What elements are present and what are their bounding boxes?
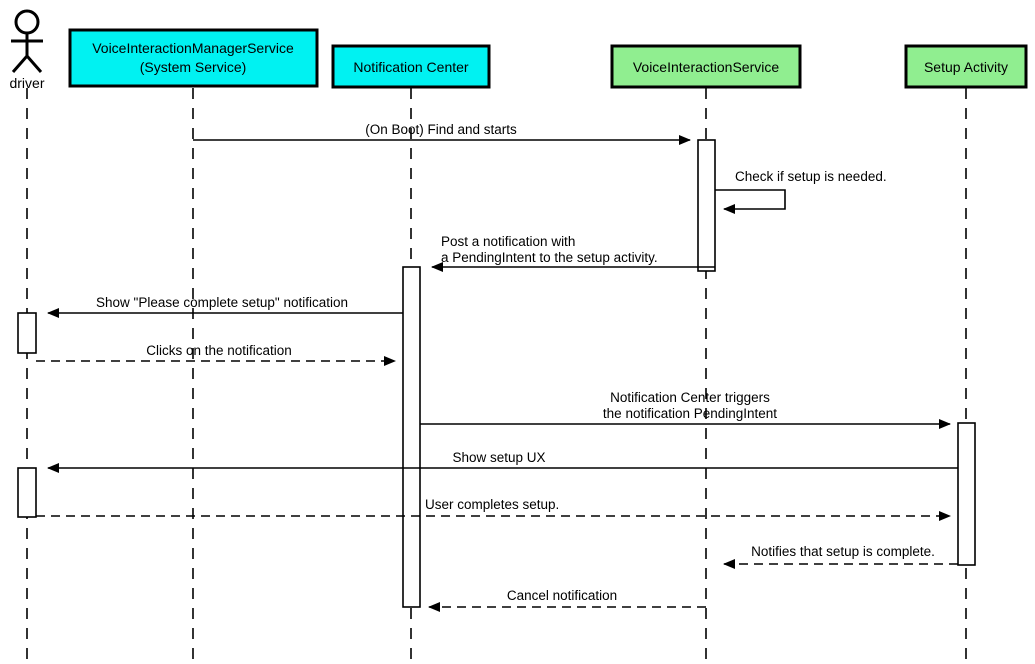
- message-label-6-line2: the notification PendingIntent: [603, 406, 777, 421]
- message-label-10: Cancel notification: [507, 588, 617, 603]
- message-notification-center-triggers-pendingintent: Notification Center triggers the notific…: [420, 390, 951, 429]
- message-cancel-notification: Cancel notification: [428, 588, 706, 612]
- message-label-3-line1: Post a notification with: [441, 234, 575, 249]
- message-notifies-that-setup-is-complete: Notifies that setup is complete.: [723, 544, 958, 569]
- participant-voice-interaction-service[interactable]: VoiceInteractionService: [610, 44, 802, 89]
- actor-leg-right-icon: [25, 55, 43, 73]
- activation-bar-setup-activity: [957, 422, 976, 566]
- message-on-boot-find-and-starts: (On Boot) Find and starts: [193, 122, 691, 145]
- message-label-3-line2: a PendingIntent to the setup activity.: [441, 250, 658, 265]
- activation-bar-driver-1: [17, 312, 37, 354]
- activation-bar-notification-center: [402, 266, 421, 608]
- participant-setup-activity[interactable]: Setup Activity: [904, 44, 1028, 89]
- participant-label-vims-line1: VoiceInteractionManagerService: [92, 40, 294, 56]
- message-label-6-line1: Notification Center triggers: [610, 390, 770, 405]
- message-label-4: Show "Please complete setup" notificatio…: [96, 295, 348, 310]
- message-post-a-notification: Post a notification with a PendingIntent…: [431, 234, 715, 272]
- message-label-1: (On Boot) Find and starts: [365, 122, 517, 137]
- message-label-8: User completes setup.: [425, 497, 559, 512]
- participant-notification-center[interactable]: Notification Center: [331, 44, 491, 89]
- participant-vims[interactable]: VoiceInteractionManagerService (System S…: [68, 28, 319, 88]
- participant-label-setup-activity: Setup Activity: [924, 59, 1008, 75]
- message-label-5: Clicks on the notification: [146, 343, 292, 358]
- actor-driver[interactable]: driver: [9, 9, 45, 91]
- actor-label-driver: driver: [9, 75, 44, 91]
- message-check-if-setup-is-needed: Check if setup is needed.: [715, 169, 887, 214]
- activation-bar-driver-2: [17, 467, 37, 518]
- message-user-completes-setup: User completes setup.: [36, 497, 951, 521]
- actor-leg-left-icon: [11, 55, 29, 73]
- message-show-setup-ux: Show setup UX: [47, 450, 958, 473]
- participant-box-notification-center[interactable]: [331, 44, 491, 89]
- participant-label-voice-interaction-service: VoiceInteractionService: [633, 59, 780, 75]
- actor-head-icon: [14, 9, 40, 35]
- participant-label-vims-line2: (System Service): [140, 59, 247, 75]
- participant-box-setup-activity[interactable]: [904, 44, 1028, 89]
- participant-box-voice-interaction-service[interactable]: [610, 44, 802, 89]
- participant-box-vims[interactable]: [68, 28, 319, 88]
- message-clicks-on-the-notification: Clicks on the notification: [36, 343, 396, 366]
- message-show-please-complete-setup-notification: Show "Please complete setup" notificatio…: [47, 295, 403, 318]
- message-label-9: Notifies that setup is complete.: [751, 544, 935, 559]
- message-label-2: Check if setup is needed.: [735, 169, 887, 184]
- participant-label-notification-center: Notification Center: [353, 59, 469, 75]
- message-label-7: Show setup UX: [452, 450, 545, 465]
- activation-bar-voice-interaction-service: [697, 139, 716, 272]
- message-self-loop-2: [715, 189, 786, 214]
